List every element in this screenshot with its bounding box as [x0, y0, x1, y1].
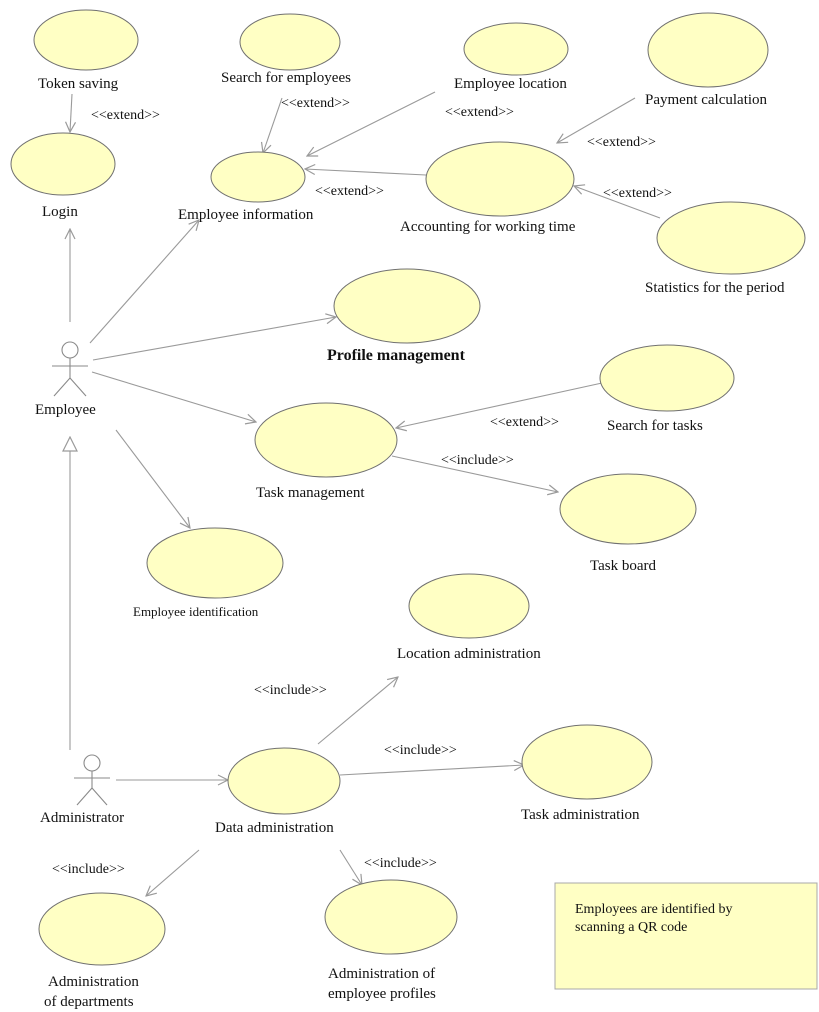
label-employee-identification: Employee identification: [133, 604, 259, 619]
stereotype-extend-search-employees: <<extend>>: [281, 96, 350, 111]
label-profile-management: Profile management: [327, 347, 466, 364]
connector-extend-location: [307, 91, 436, 156]
label-login: Login: [42, 204, 78, 220]
usecase-search-tasks[interactable]: [599, 344, 735, 412]
usecase-task-administration[interactable]: [521, 724, 653, 800]
stereotype-extend-payment: <<extend>>: [587, 135, 656, 150]
label-task-board: Task board: [590, 558, 657, 574]
label-search-employees: Search for employees: [221, 70, 351, 86]
label-token-saving: Token saving: [38, 76, 119, 92]
label-administration-profiles-line1: Administration of: [328, 966, 435, 982]
connector-include-location-admin: [317, 677, 398, 745]
usecase-administration-profiles[interactable]: [324, 879, 458, 955]
label-employee-information: Employee information: [178, 207, 314, 223]
actor-employee-right-leg: [69, 377, 87, 397]
usecase-administration-departments[interactable]: [38, 892, 166, 966]
label-payment-calculation: Payment calculation: [645, 92, 768, 108]
note[interactable]: Employees are identified by scanning a Q…: [554, 882, 818, 990]
actor-administrator-left-leg: [76, 787, 93, 806]
connector-include-departments: [146, 849, 200, 896]
note-text-line1: Employees are identified by: [575, 902, 732, 917]
label-employee-location: Employee location: [454, 76, 567, 92]
label-search-tasks: Search for tasks: [607, 418, 703, 434]
label-statistics-period: Statistics for the period: [645, 280, 785, 296]
stereotype-extend-statistics: <<extend>>: [603, 186, 672, 201]
label-administration-profiles-line2: employee profiles: [328, 986, 436, 1002]
note-text-line2: scanning a QR code: [575, 920, 687, 935]
connector-employee-information: [89, 220, 199, 344]
actor-employee-left-leg: [53, 377, 71, 397]
connector-include-task-admin: [339, 765, 524, 776]
label-location-administration: Location administration: [397, 646, 541, 662]
stereotype-include-profiles: <<include>>: [364, 856, 437, 871]
usecase-data-administration[interactable]: [227, 747, 341, 815]
use-cases: [10, 9, 806, 966]
stereotype-extend-search-tasks: <<extend>>: [490, 415, 559, 430]
usecase-accounting-working-time[interactable]: [425, 141, 575, 217]
connector-include-profiles: [339, 849, 362, 885]
label-administration-departments-line2: of departments: [44, 994, 134, 1010]
actor-employee[interactable]: [52, 341, 88, 397]
usecase-token-saving[interactable]: [33, 9, 139, 71]
label-task-administration: Task administration: [521, 807, 640, 823]
stereotype-extend-token: <<extend>>: [91, 108, 160, 123]
usecase-task-management[interactable]: [254, 402, 398, 478]
stereotype-include-task-board: <<include>>: [441, 453, 514, 468]
usecase-employee-location[interactable]: [463, 22, 569, 76]
stereotype-include-location-admin: <<include>>: [254, 683, 327, 698]
note-box: [554, 882, 818, 990]
connectors: [70, 91, 661, 896]
connector-extend-token-login: [70, 93, 72, 132]
label-data-administration: Data administration: [215, 820, 334, 836]
actor-administrator-label: Administrator: [40, 810, 124, 826]
label-task-management: Task management: [256, 485, 365, 501]
connector-extend-search-tasks: [396, 382, 603, 428]
connector-employee-profile: [92, 317, 336, 361]
actor-administrator[interactable]: [74, 754, 110, 806]
usecase-search-employees[interactable]: [239, 13, 341, 71]
usecase-task-board[interactable]: [559, 473, 697, 545]
use-case-labels: Token saving Login Search for employees …: [38, 70, 785, 1010]
actor-employee-head: [61, 341, 79, 359]
actor-employee-label: Employee: [35, 402, 96, 418]
connector-extend-search-employees: [263, 97, 283, 153]
stereotype-include-task-admin: <<include>>: [384, 743, 457, 758]
connector-extend-statistics: [574, 186, 661, 219]
connector-extend-payment: [557, 97, 636, 143]
connector-extend-accounting: [305, 169, 427, 176]
stereotype-labels: <<extend>> <<extend>> <<extend>> <<exten…: [52, 96, 672, 877]
stereotype-extend-location: <<extend>>: [445, 105, 514, 120]
actor-administrator-right-leg: [91, 787, 108, 806]
usecase-login[interactable]: [10, 132, 116, 196]
connector-include-task-board: [391, 455, 558, 492]
stereotype-extend-accounting: <<extend>>: [315, 184, 384, 199]
usecase-employee-information[interactable]: [210, 151, 306, 203]
connector-employee-task: [91, 371, 256, 422]
label-accounting-working-time: Accounting for working time: [400, 219, 576, 235]
connector-employee-identification: [115, 429, 190, 528]
usecase-profile-management[interactable]: [333, 268, 481, 344]
usecase-statistics-period[interactable]: [656, 201, 806, 275]
actor-administrator-head: [83, 754, 101, 772]
usecase-payment-calculation[interactable]: [647, 12, 769, 88]
stereotype-include-departments: <<include>>: [52, 862, 125, 877]
usecase-location-administration[interactable]: [408, 573, 530, 639]
label-administration-departments-line1: Administration: [48, 974, 139, 990]
usecase-employee-identification[interactable]: [146, 527, 284, 599]
